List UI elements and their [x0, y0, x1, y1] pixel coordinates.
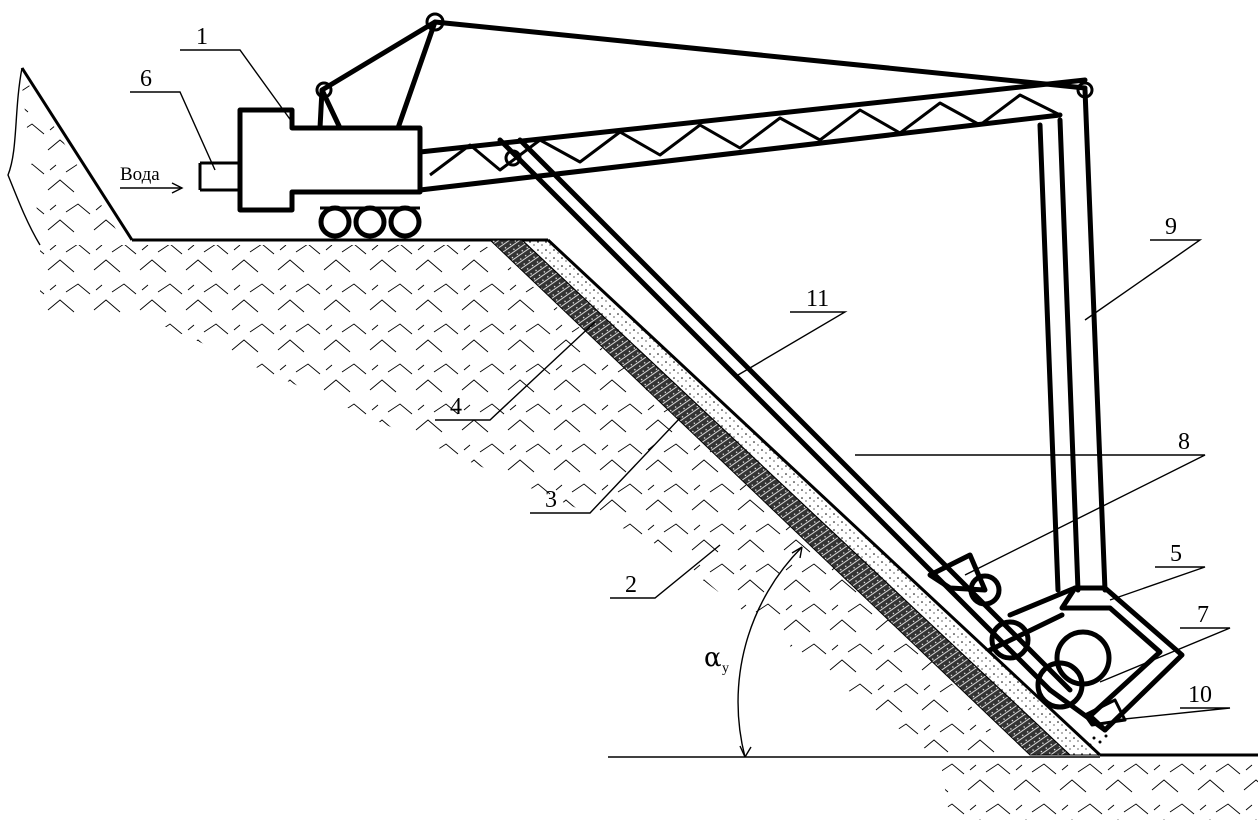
slope-surface	[546, 238, 1102, 757]
angle-arrow-top	[791, 546, 803, 559]
slope-arm	[497, 137, 1073, 693]
ground-hatching	[20, 70, 1258, 820]
vertical-arm	[1037, 87, 1108, 593]
angle-arrow-bottom	[739, 745, 752, 758]
angle-symbol: α	[704, 643, 722, 673]
leader-lines	[120, 49, 1231, 721]
label-10: 10	[1188, 682, 1212, 708]
label-8: 8	[1178, 429, 1190, 455]
cutter-assembly	[927, 552, 1185, 747]
truss-boom	[417, 19, 1094, 193]
label-4: 4	[450, 394, 462, 420]
label-9: 9	[1165, 214, 1177, 240]
left-cliff	[20, 67, 134, 241]
label-6: 6	[140, 66, 152, 92]
left-cliff-edge	[7, 67, 41, 246]
excavator-machine	[198, 12, 445, 239]
label-5: 5	[1170, 541, 1182, 567]
slope-angle-arc	[737, 546, 803, 758]
label-11: 11	[806, 286, 829, 312]
label-1: 1	[196, 24, 208, 50]
label-3: 3	[545, 487, 557, 513]
water-label: Вода	[120, 164, 160, 185]
angle-subscript: у	[722, 661, 729, 676]
label-2: 2	[625, 572, 637, 598]
label-7: 7	[1197, 602, 1209, 628]
